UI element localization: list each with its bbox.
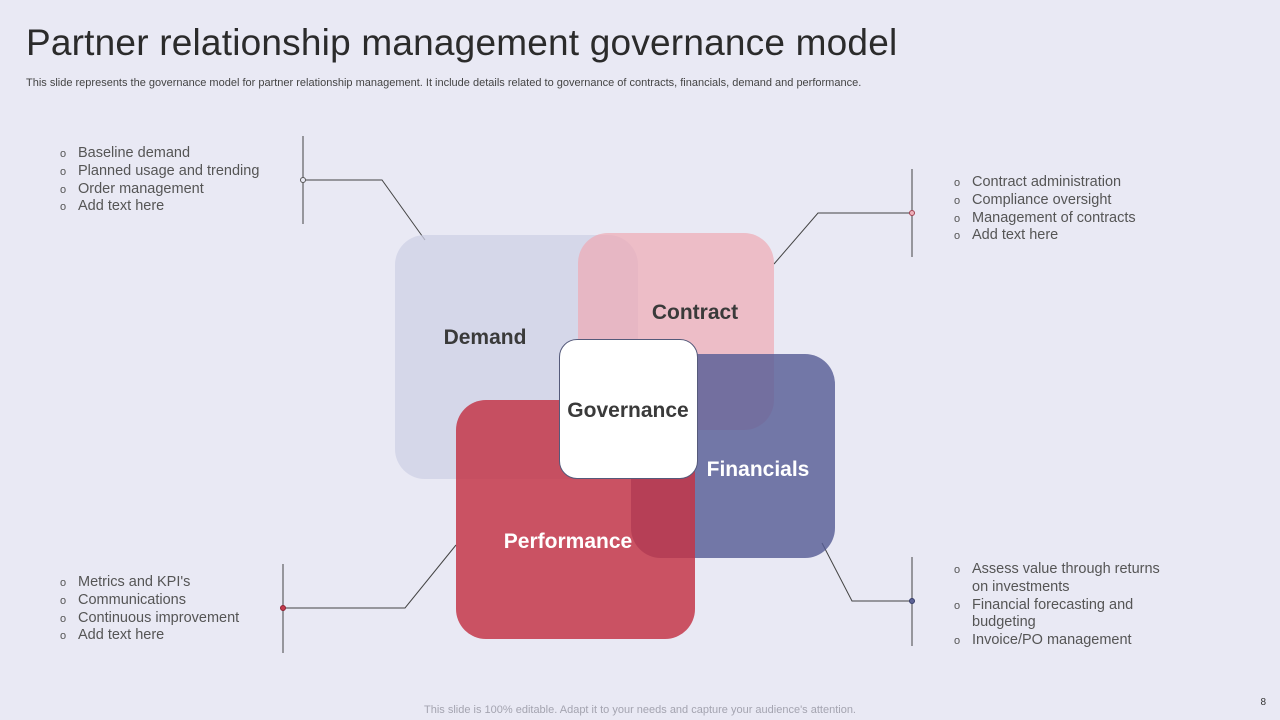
page-number: 8 (1260, 697, 1266, 708)
list-item: Contract administration (954, 174, 1184, 193)
slide-title: Partner relationship management governan… (26, 22, 898, 63)
contract-connector-line (773, 212, 912, 265)
performance-label: Performance (503, 530, 633, 553)
list-item: Management of contracts (954, 210, 1184, 229)
list-item: Add text here (60, 627, 280, 646)
list-item: Assess value through returns on investme… (954, 561, 1169, 597)
contract-connector-dot (909, 210, 915, 216)
slide-subtitle: This slide represents the governance mod… (26, 77, 862, 89)
list-item: Communications (60, 592, 280, 611)
list-item: Add text here (954, 227, 1184, 246)
governance-box (559, 339, 698, 479)
financials-connector-line (821, 542, 912, 602)
contract-bullets: Contract administration Compliance overs… (954, 174, 1184, 246)
performance-connector-line (283, 544, 457, 609)
list-item: Metrics and KPI's (60, 574, 280, 593)
demand-connector-line (303, 179, 426, 241)
list-item: Baseline demand (60, 145, 300, 164)
list-item: Order management (60, 181, 300, 200)
list-item: Planned usage and trending (60, 163, 300, 182)
performance-connector-dot (280, 605, 286, 611)
demand-connector-dot (300, 177, 306, 183)
demand-bullets: Baseline demand Planned usage and trendi… (60, 145, 300, 217)
list-item: Continuous improvement (60, 610, 280, 629)
governance-label: Governance (567, 399, 689, 422)
demand-label: Demand (443, 326, 527, 349)
list-item: Financial forecasting and budgeting (954, 597, 1169, 633)
contract-label: Contract (651, 301, 739, 324)
financials-bullets: Assess value through returns on investme… (954, 561, 1169, 651)
list-item: Compliance oversight (954, 192, 1184, 211)
performance-bullets: Metrics and KPI's Communications Continu… (60, 574, 280, 646)
list-item: Add text here (60, 198, 300, 217)
financials-connector-dot (909, 598, 915, 604)
list-item: Invoice/PO management (954, 632, 1169, 651)
slide-footer: This slide is 100% editable. Adapt it to… (424, 704, 856, 716)
financials-label: Financials (706, 458, 810, 481)
